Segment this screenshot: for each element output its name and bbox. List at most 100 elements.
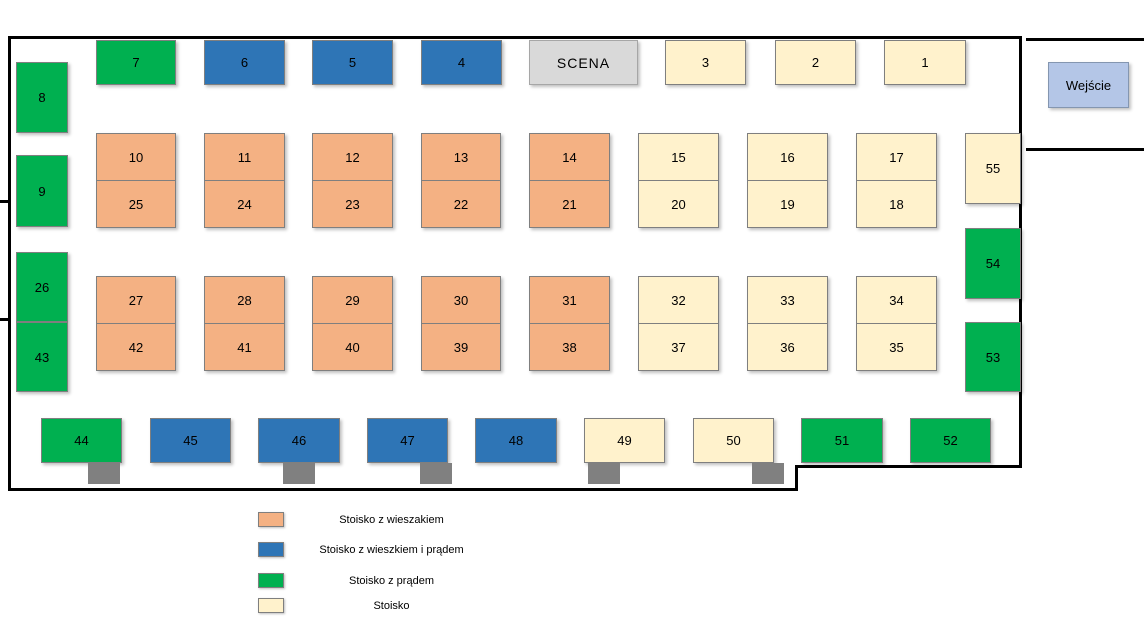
booth-label: 29 — [345, 292, 360, 308]
booth-label: 22 — [422, 180, 500, 227]
booth-label: 6 — [240, 55, 249, 70]
pillar — [420, 463, 452, 484]
legend-swatch-power — [258, 573, 284, 588]
wall-step-vertical — [795, 465, 798, 491]
booth-label: 12 — [345, 149, 360, 165]
booth-label: 53 — [985, 349, 1001, 365]
booth-label: 3 — [701, 55, 710, 70]
booth-label: 48 — [508, 433, 524, 448]
booth-label: 11 — [237, 149, 252, 165]
legend-label: Stoisko z prądem — [349, 574, 434, 587]
booth-2: 2 — [775, 40, 856, 85]
booth-14-21: 14 21 — [529, 133, 610, 228]
booth-9: 9 — [16, 155, 68, 227]
booth-label: 32 — [671, 292, 686, 308]
booth-52: 52 — [910, 418, 991, 463]
pillar — [588, 463, 620, 484]
booth-51: 51 — [801, 418, 883, 463]
booth-label: 8 — [38, 90, 46, 105]
booth-6: 6 — [204, 40, 285, 85]
booth-label: 41 — [205, 323, 284, 370]
booth-label: 38 — [530, 323, 609, 370]
booth-label: 19 — [748, 180, 827, 227]
booth-label: 31 — [562, 292, 577, 308]
booth-55: 55 — [965, 133, 1021, 204]
booth-label: 27 — [128, 292, 144, 308]
booth-label: 46 — [291, 433, 307, 448]
booth-label: 5 — [348, 55, 357, 70]
booth-label: 25 — [97, 180, 175, 227]
entrance-label: Wejście — [1065, 77, 1112, 93]
booth-label: 14 — [562, 149, 577, 165]
booth-34-35: 34 35 — [856, 276, 937, 371]
pillar — [283, 463, 315, 484]
wall-vestibule-top — [1026, 38, 1144, 41]
legend-label: Stoisko — [373, 599, 410, 612]
booth-label: 7 — [132, 55, 140, 70]
booth-12-23: 12 23 — [312, 133, 393, 228]
booth-label: 50 — [726, 433, 741, 448]
entrance-box: Wejście — [1048, 62, 1129, 108]
booth-4: 4 — [421, 40, 502, 85]
legend-item: Stoisko z wieszakiem — [258, 512, 499, 527]
booth-label: 47 — [400, 433, 415, 448]
booth-label: 13 — [453, 149, 469, 165]
booth-45: 45 — [150, 418, 231, 463]
booth-label: 42 — [97, 323, 175, 370]
wall-door-tick-upper — [0, 200, 10, 203]
legend-swatch-hanger — [258, 512, 284, 527]
booth-1: 1 — [884, 40, 966, 85]
booth-label: 30 — [453, 292, 469, 308]
booth-label: 34 — [889, 292, 904, 308]
booth-43: 43 — [16, 322, 68, 392]
booth-label: 36 — [748, 323, 827, 370]
booth-label: 51 — [834, 433, 850, 448]
legend-item: Stoisko — [258, 598, 499, 613]
wall-bottom — [8, 488, 798, 491]
booth-label: 43 — [34, 349, 50, 365]
legend-label: Stoisko z wieszakiem — [339, 513, 444, 526]
pillar — [752, 463, 784, 484]
legend-swatch-hanger-power — [258, 542, 284, 557]
booth-label: 35 — [857, 323, 936, 370]
pillar — [88, 463, 120, 484]
booth-label: 20 — [639, 180, 718, 227]
booth-label: 23 — [313, 180, 392, 227]
wall-left — [8, 36, 11, 491]
booth-label: 44 — [74, 433, 89, 448]
booth-label: 21 — [530, 180, 609, 227]
booth-label: 37 — [639, 323, 718, 370]
booth-7: 7 — [96, 40, 176, 85]
booth-label: 18 — [857, 180, 936, 227]
booth-32-37: 32 37 — [638, 276, 719, 371]
booth-53: 53 — [965, 322, 1021, 392]
booth-30-39: 30 39 — [421, 276, 501, 371]
legend-item: Stoisko z wieszkiem i prądem — [258, 542, 499, 557]
booth-47: 47 — [367, 418, 448, 463]
booth-label: 16 — [780, 149, 795, 165]
booth-50: 50 — [693, 418, 774, 463]
booth-label: 15 — [671, 149, 686, 165]
booth-13-22: 13 22 — [421, 133, 501, 228]
legend-swatch-plain — [258, 598, 284, 613]
booth-label: 1 — [921, 55, 929, 70]
booth-label: 39 — [422, 323, 500, 370]
booth-54: 54 — [965, 228, 1021, 299]
booth-label: 4 — [457, 55, 466, 70]
wall-door-tick-lower — [0, 318, 10, 321]
booth-label: 26 — [34, 279, 50, 295]
wall-bottom-right — [795, 465, 1022, 468]
wall-vestibule-bottom — [1026, 148, 1144, 151]
booth-label: 52 — [943, 433, 958, 448]
stage: SCENA — [529, 40, 638, 85]
booth-49: 49 — [584, 418, 665, 463]
booth-label: 2 — [811, 55, 820, 70]
